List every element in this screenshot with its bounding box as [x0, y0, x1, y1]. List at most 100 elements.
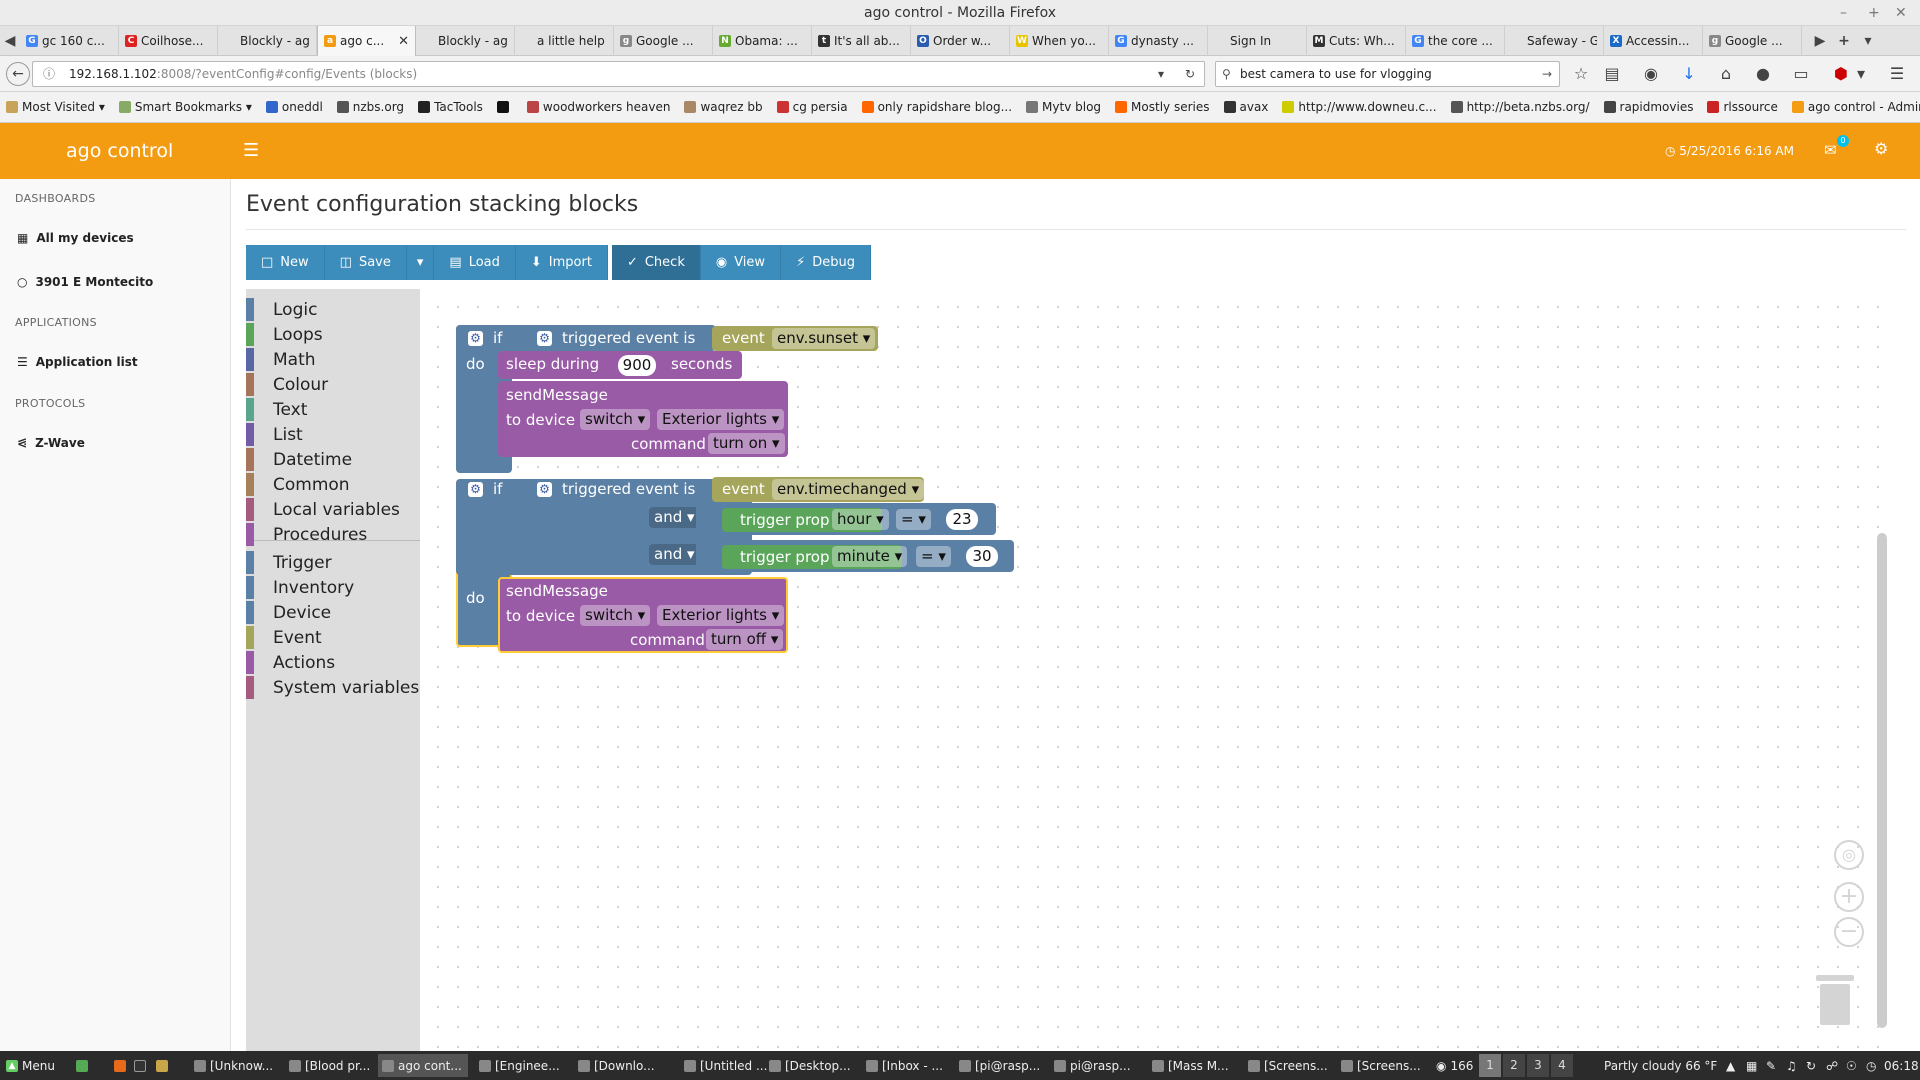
view-button[interactable]: ◉View — [700, 245, 782, 280]
logic-op-select-1[interactable]: and ▾ — [649, 507, 700, 528]
bookmark-16[interactable]: rlssource — [1707, 100, 1778, 114]
hamburger-menu-icon[interactable]: ☰ — [1889, 64, 1905, 83]
check-button[interactable]: ✓Check — [611, 245, 701, 280]
toolbox-category-common[interactable]: Common — [246, 473, 420, 496]
weather-applet[interactable]: Partly cloudy 66 °F — [1600, 1054, 1721, 1077]
taskbar-task-1[interactable]: [Blood pr... — [285, 1054, 375, 1077]
command-select-1[interactable]: turn on ▾ — [708, 433, 785, 454]
taskbar-task-0[interactable]: [Unknow... — [190, 1054, 280, 1077]
zoom-in-icon[interactable]: + — [1834, 882, 1864, 912]
bookmark-3[interactable]: nzbs.org — [336, 100, 404, 114]
command-select-2[interactable]: turn off ▾ — [706, 629, 784, 650]
workspace-1[interactable]: 1 — [1479, 1054, 1501, 1077]
workspace-scrollbar[interactable] — [1877, 533, 1887, 1028]
bookmark-15[interactable]: rapidmovies — [1603, 100, 1693, 114]
search-go-icon[interactable]: → — [1542, 67, 1553, 81]
bookmark-star-icon[interactable]: ☆ — [1573, 64, 1589, 83]
url-dropdown-icon[interactable]: ▾ — [1158, 67, 1165, 81]
save-button[interactable]: ◫Save — [324, 245, 407, 280]
tab-scroll-right-icon[interactable]: ▶ — [1814, 33, 1826, 49]
download-icon[interactable]: ↓ — [1682, 64, 1696, 83]
taskbar-task-7[interactable]: [Inbox - ... — [862, 1054, 952, 1077]
sidebar-item-application-list[interactable]: ☰Application list — [17, 355, 138, 369]
toolbox-category-datetime[interactable]: Datetime — [246, 448, 420, 471]
start-menu-button[interactable]: ▲Menu — [2, 1054, 59, 1077]
toolbox-category-actions[interactable]: Actions — [246, 651, 420, 674]
taskbar-task-10[interactable]: [Mass M... — [1148, 1054, 1238, 1077]
toolbox-category-text[interactable]: Text — [246, 398, 420, 421]
url-bar[interactable]: ⓘ 192.168.1.102:8008/?eventConfig#config… — [32, 61, 1205, 87]
firefox-launcher-icon[interactable] — [110, 1054, 130, 1077]
toolbox-category-local-variables[interactable]: Local variables — [246, 498, 420, 521]
maximize-icon[interactable]: + — [1868, 5, 1880, 21]
taskbar-clock[interactable]: 06:18 — [1880, 1054, 1920, 1077]
app-brand[interactable]: ago control — [66, 140, 174, 162]
adblock-icon[interactable]: ⬢ — [1834, 64, 1848, 83]
toolbox-category-inventory[interactable]: Inventory — [246, 576, 420, 599]
trigger-prop-block-2[interactable] — [722, 545, 902, 569]
tab-12[interactable]: Sign In — [1208, 26, 1307, 56]
bookmark-14[interactable]: http://beta.nzbs.org/ — [1450, 100, 1590, 114]
event-block-2[interactable] — [712, 477, 924, 502]
toolbox-category-system-variables[interactable]: System variables — [246, 676, 420, 699]
operator-select-1[interactable]: = ▾ — [896, 509, 931, 530]
tray-up-icon[interactable]: ▲ — [1726, 1058, 1736, 1073]
tab-4[interactable]: Blockly - ago... — [416, 26, 515, 56]
blockly-workspace[interactable]: ⚙ if do ⚙ triggered event is event env.s… — [420, 289, 1890, 1051]
toolbox-category-math[interactable]: Math — [246, 348, 420, 371]
show-desktop-icon[interactable] — [72, 1054, 92, 1077]
bookmark-17[interactable]: ago control - Adminis... — [1791, 100, 1920, 114]
toolbox-category-list[interactable]: List — [246, 423, 420, 446]
taskbar-task-6[interactable]: [Desktop... — [765, 1054, 855, 1077]
mutator-gear-icon[interactable]: ⚙ — [468, 331, 483, 346]
minimize-icon[interactable]: – — [1840, 5, 1847, 21]
new-button[interactable]: □New — [246, 245, 325, 280]
device-type-select[interactable]: switch ▾ — [580, 605, 651, 626]
sendmessage-block-2[interactable] — [498, 577, 788, 653]
toolbox-category-trigger[interactable]: Trigger — [246, 551, 420, 574]
tray-wifi-icon[interactable]: ☍ — [1826, 1058, 1839, 1073]
toolbox-category-logic[interactable]: Logic — [246, 298, 420, 321]
mutator-gear-icon[interactable]: ⚙ — [468, 482, 483, 497]
bookmark-2[interactable]: oneddl — [265, 100, 323, 114]
toolbox-category-colour[interactable]: Colour — [246, 373, 420, 396]
bookmark-7[interactable]: waqrez bb — [684, 100, 763, 114]
files-launcher-icon[interactable] — [152, 1054, 172, 1077]
close-window-icon[interactable]: ✕ — [1895, 5, 1907, 21]
event-select-2[interactable]: env.timechanged ▾ — [772, 479, 925, 500]
workspace-4[interactable]: 4 — [1551, 1054, 1573, 1077]
trigger-prop-block-1[interactable] — [722, 508, 882, 532]
workspace-3[interactable]: 3 — [1527, 1054, 1549, 1077]
notifications-icon[interactable]: ✉ — [1824, 141, 1837, 159]
taskbar-task-5[interactable]: [Untitled ... — [680, 1054, 770, 1077]
bookmark-13[interactable]: http://www.downeu.c... — [1282, 100, 1437, 114]
sidebar-item-all-my-devices[interactable]: ▦All my devices — [17, 231, 134, 245]
sleep-seconds-input[interactable]: 900 — [618, 355, 656, 376]
toolbox-category-event[interactable]: Event — [246, 626, 420, 649]
new-tab-icon[interactable]: + — [1838, 33, 1850, 49]
workspace-2[interactable]: 2 — [1503, 1054, 1525, 1077]
bookmark-8[interactable]: cg persia — [776, 100, 848, 114]
import-button[interactable]: ⬇Import — [515, 245, 608, 280]
bookmark-6[interactable]: woodworkers heaven — [526, 100, 670, 114]
prop-select-1[interactable]: hour ▾ — [832, 509, 889, 530]
taskbar-task-9[interactable]: pi@rasp... — [1050, 1054, 1140, 1077]
tab-scroll-left-icon[interactable]: ◀ — [4, 33, 16, 49]
tab-5[interactable]: a little help ... — [515, 26, 614, 56]
prop-select-2[interactable]: minute ▾ — [832, 546, 908, 567]
tray-update-icon[interactable]: ↻ — [1806, 1058, 1817, 1073]
tray-shield-icon[interactable]: ☉ — [1846, 1058, 1857, 1073]
value-input-2[interactable]: 30 — [966, 546, 998, 567]
taskbar-task-3[interactable]: [Enginee... — [475, 1054, 565, 1077]
bookmark-4[interactable]: TacTools — [418, 100, 483, 114]
sendmessage-block-1[interactable] — [498, 381, 788, 457]
tab-2[interactable]: Blockly - ago... — [218, 26, 317, 56]
bookmark-0[interactable]: Most Visited ▾ — [6, 100, 105, 114]
